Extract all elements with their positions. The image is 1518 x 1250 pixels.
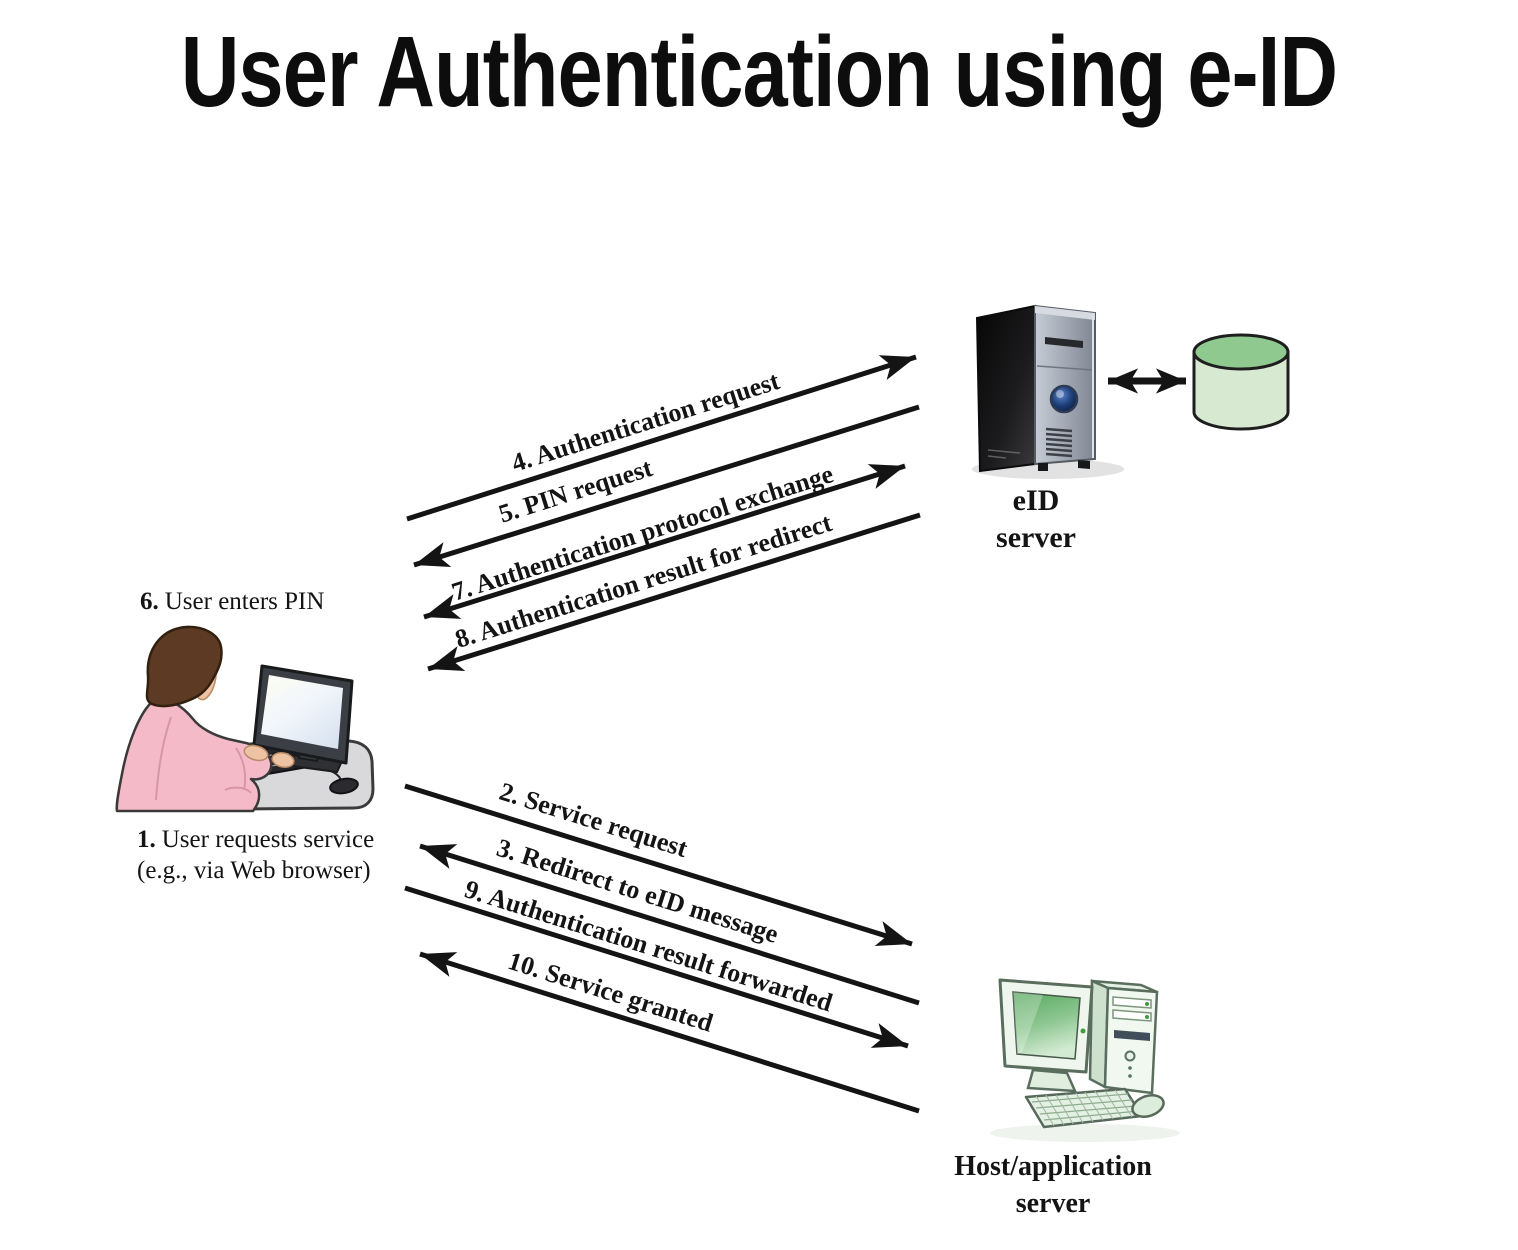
database-icon [1192,333,1290,431]
power-button-highlight [1056,390,1064,398]
user-at-computer-icon [115,625,375,813]
eid-server-label: eID server [956,482,1116,556]
lower-arrow-group [404,783,920,1114]
host-keyboard-columns [1035,1089,1133,1127]
arrow-4-authentication-request [406,354,917,522]
shirt-folds [155,716,252,801]
drive-bay-2-led [1145,1015,1149,1019]
arrow-8-auth-result-redirect [427,512,921,672]
eid-server-icon [972,304,1124,479]
host-shadow [990,1124,1180,1142]
vent-grille [1045,427,1073,458]
arrow-2-service-request [404,783,913,947]
user-hand-left [243,744,269,762]
user-hair [145,625,223,708]
lower-arrow-labels: 2. Service request 3. Redirect to eID me… [461,777,836,1038]
db-body [1192,350,1290,431]
arrow-7-auth-protocol-exchange [423,463,906,620]
upper-arrow-labels: 4. Authentication request 5. PIN request… [448,366,836,654]
eid-server-label-line1: eID [1012,484,1060,517]
floppy-slot [1114,1030,1150,1041]
host-server-label-line2: server [1015,1188,1091,1219]
mouse [329,777,359,795]
tower-foot-right [1078,460,1090,469]
step6-text: User enters PIN [164,588,325,615]
host-screen-glare [1013,992,1043,1054]
host-server-label: Host/application server [928,1148,1178,1222]
eid-server-label-line2: server [996,521,1076,554]
step1-text: User requests service [161,826,375,853]
page-title: User Authentication using e-ID [180,16,1338,128]
db-top [1192,333,1290,371]
power-button [1049,384,1079,414]
host-led-1 [1128,1066,1132,1070]
drive-bay-1-led [1145,1002,1149,1006]
step6-user-enters-pin-label: 6.User enters PIN [140,586,324,617]
host-power-button [1124,1050,1136,1062]
drive-bay-1 [1112,996,1152,1009]
user-body-shirt [115,698,273,813]
step6-number: 6. [140,588,159,615]
user-hand-right [271,752,295,768]
optical-drive-slot [1045,337,1083,348]
front-seam [1036,365,1094,371]
tower-foot-left [1038,463,1048,471]
upper-arrow-group [406,354,921,672]
arrow-10-service-granted [419,951,920,1114]
host-monitor-stand [1026,1068,1077,1093]
tower-top-trim [1035,306,1095,320]
tower-side-panel [975,304,1036,473]
step1-line2: (e.g., via Web browser) [137,857,371,884]
step1-user-requests-service-label: 1.User requests service (e.g., via Web b… [137,824,374,886]
host-monitor-led [1080,1028,1086,1034]
monitor-screen [261,675,343,749]
drive-bay-2 [1112,1009,1152,1022]
arrow-3-redirect-eid [419,843,920,1006]
step1-number: 1. [137,826,156,853]
step1-line1: 1.User requests service [137,824,374,855]
host-monitor-screen [1012,991,1081,1060]
host-led-2 [1128,1074,1132,1078]
side-etched-text [987,449,1021,459]
host-server-icon [990,978,1180,1142]
host-server-label-line1: Host/application [954,1151,1152,1182]
host-mouse [1131,1094,1165,1118]
arrow-9-auth-result-forwarded [404,885,909,1049]
